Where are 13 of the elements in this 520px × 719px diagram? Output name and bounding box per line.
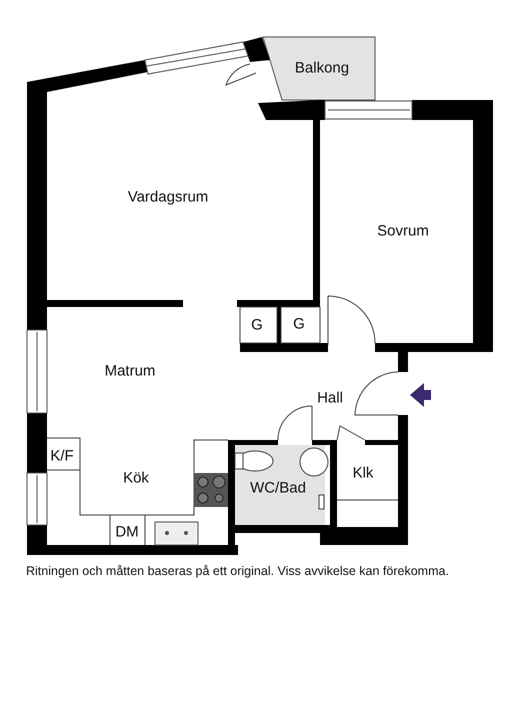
room-label: K/F [50,448,74,464]
room-label: Vardagsrum [128,188,208,206]
room-label: G [251,316,263,334]
room-label: Hall [317,390,343,406]
room-label: Matrum [104,362,156,380]
room-label: WC/Bad [250,480,306,496]
caption: Ritningen och måtten baseras på ett original. Viss avvikelse kan förekomma. [26,564,449,578]
room-label: Kök [123,470,149,486]
room-label: G [293,316,305,332]
room-label: Klk [352,464,374,482]
room-label: Balkong [294,60,350,76]
room-label: Sovrum [377,222,429,240]
room-label: DM [115,524,139,540]
